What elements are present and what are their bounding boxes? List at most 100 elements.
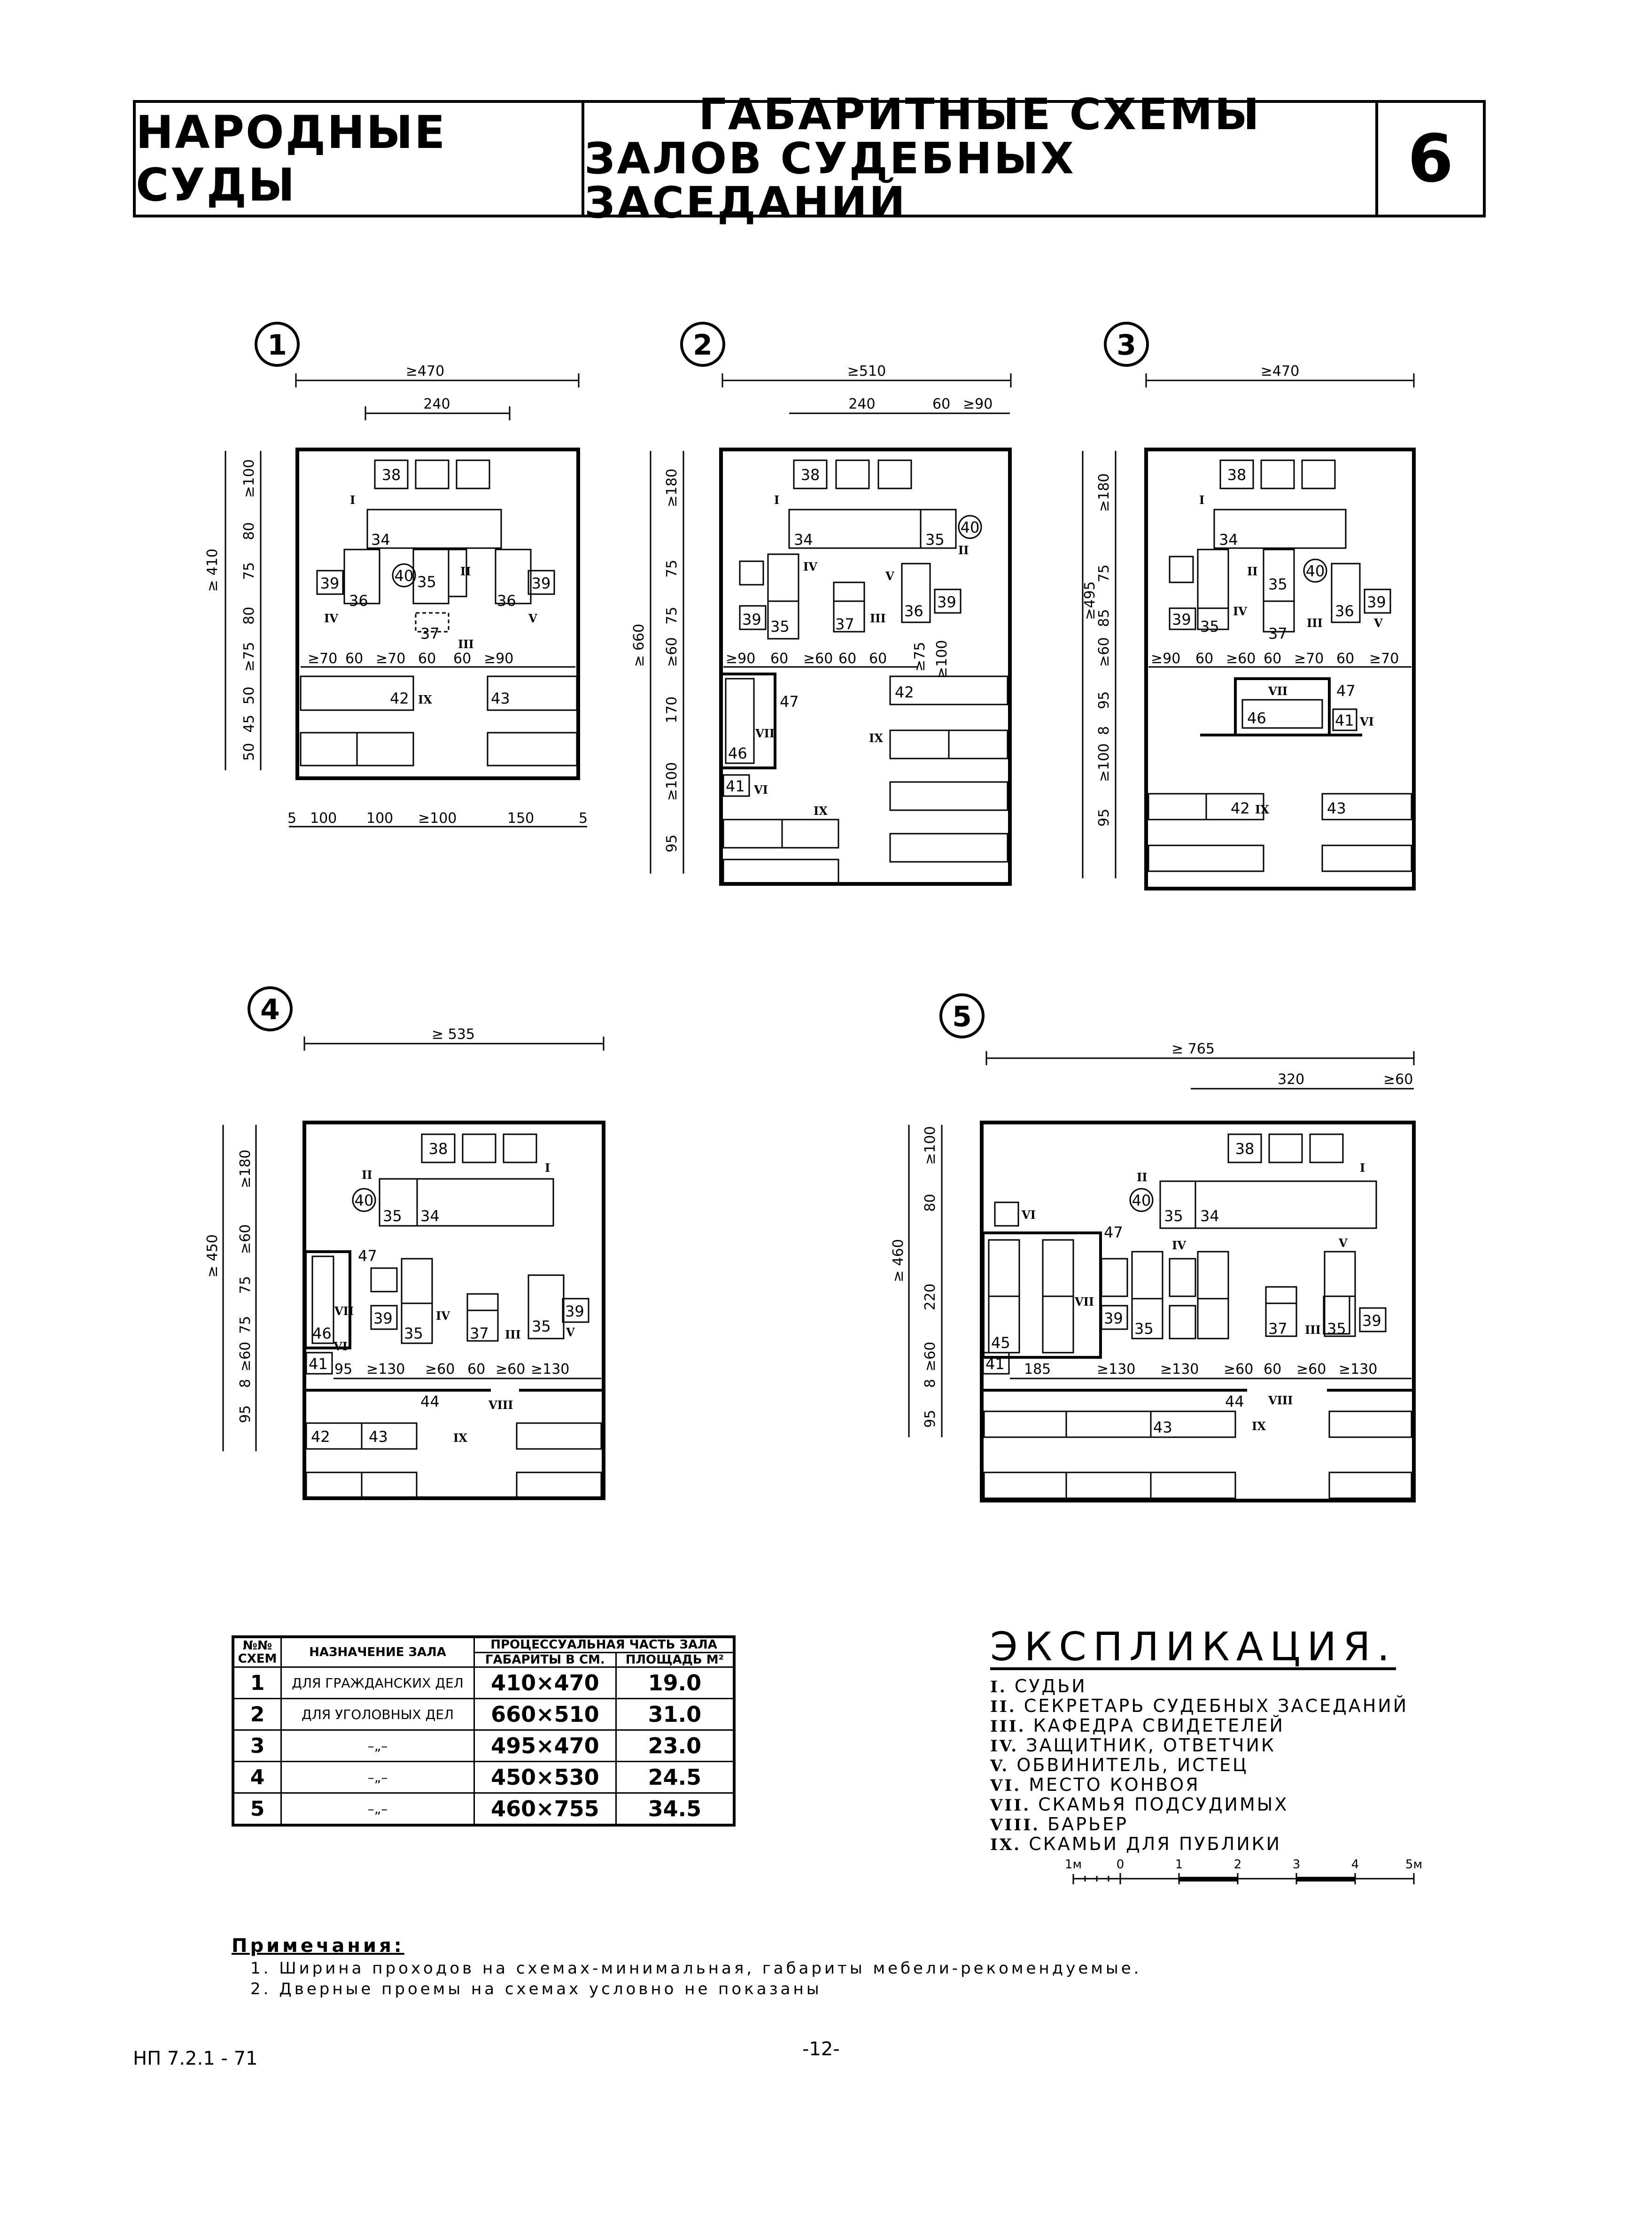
s2-label-37: 37 <box>835 615 854 633</box>
s5-label-41: 41 <box>985 1355 1005 1373</box>
header-scheme-no: №№ СХЕМ <box>232 1636 282 1668</box>
s2-left-dim-1: ≥180 <box>664 469 680 507</box>
s3-label-34: 34 <box>1219 531 1238 549</box>
s2-label-42: 42 <box>895 683 914 701</box>
s2-roman-III: III <box>870 612 886 625</box>
item-number: IX. <box>990 1835 1022 1854</box>
list-item: IV. ЗАЩИТНИК, ОТВЕТЧИК <box>990 1736 1460 1756</box>
s4-left-dim-7: 95 <box>237 1405 254 1423</box>
s4-label-40: 40 <box>355 1192 374 1209</box>
s3-roman-I: I <box>1199 493 1204 507</box>
scheme-2-width: ≥510 <box>847 363 886 379</box>
s4-label-39b: 39 <box>565 1302 584 1320</box>
item-text: КАФЕДРА СВИДЕТЕЛЕЙ <box>1033 1715 1285 1736</box>
sheet-number: 6 <box>1407 120 1454 197</box>
s4-row-dim-1: 95 <box>334 1361 352 1378</box>
cell-dims: 495×470 <box>473 1729 617 1763</box>
s3-left-dim-4: ≥60 <box>1096 637 1112 667</box>
notes: Примечания: 1. Ширина проходов на схемах… <box>232 1935 1500 1998</box>
s2-roman-V: V <box>885 569 894 583</box>
list-item: V. ОБВИНИТЕЛЬ, ИСТЕЦ <box>990 1756 1460 1775</box>
s1-row-dim-5: 60 <box>453 650 471 667</box>
s1-roman-I: I <box>350 493 355 507</box>
s5-left-total: ≥ 460 <box>890 1239 907 1282</box>
s1-roman-IX: IX <box>418 693 432 706</box>
list-item: VII. СКАМЬЯ ПОДСУДИМЫХ <box>990 1795 1460 1815</box>
header-area: ПЛОЩАДЬ М² <box>615 1651 735 1668</box>
scheme-2-number: 2 <box>693 329 713 362</box>
s5-row-dim-3: ≥130 <box>1160 1361 1199 1378</box>
s2-row-dim-1: ≥90 <box>726 650 755 667</box>
cell-area: 23.0 <box>615 1729 735 1763</box>
s5-left-dim-3: 220 <box>922 1284 938 1310</box>
s4-label-35b: 35 <box>404 1324 423 1342</box>
s3-label-43: 43 <box>1327 799 1346 817</box>
schemes-drawing: 1 ≥470 240 38 I 34 39 39 36 36 40 35 II … <box>204 322 1416 1502</box>
s4-left-total: ≥ 450 <box>204 1234 221 1277</box>
s5-roman-IV: IV <box>1172 1239 1186 1252</box>
s3-label-38: 38 <box>1227 466 1247 484</box>
s1-left-total: ≥ 410 <box>204 549 221 592</box>
item-number: II. <box>990 1697 1016 1716</box>
s2-label-40: 40 <box>961 519 980 536</box>
item-text: СКАМЬИ ДЛЯ ПУБЛИКИ <box>1029 1834 1282 1854</box>
s2-row-dim-5: 60 <box>869 650 887 667</box>
s2-row-dim-3: ≥60 <box>803 650 833 667</box>
item-text: БАРЬЕР <box>1047 1814 1129 1835</box>
scale-label-3: 2 <box>1234 1858 1242 1872</box>
s3-row-dim-5: ≥70 <box>1294 650 1324 667</box>
s5-label-35a: 35 <box>1164 1207 1183 1225</box>
s3-roman-V: V <box>1373 616 1383 630</box>
item-number: VII. <box>990 1796 1031 1815</box>
notes-title: Примечания: <box>232 1935 404 1957</box>
s1-label-39b: 39 <box>532 574 551 592</box>
s4-roman-VIII: VIII <box>488 1398 513 1412</box>
s4-roman-IX: IX <box>453 1431 467 1445</box>
s4-row-dim-2: ≥130 <box>366 1361 405 1378</box>
scheme-5-number: 5 <box>952 1000 972 1033</box>
s5-label-44: 44 <box>1225 1393 1244 1410</box>
scheme-1: 1 ≥470 240 38 I 34 39 39 36 36 40 35 II … <box>204 322 588 828</box>
cell-area: 31.0 <box>615 1698 735 1731</box>
scale-label-2: 1 <box>1175 1858 1183 1872</box>
table-header-row: №№ СХЕМ НАЗНАЧЕНИЕ ЗАЛА ПРОЦЕССУАЛЬНАЯ Ч… <box>232 1636 735 1668</box>
s3-left-dim-8: 95 <box>1096 809 1112 827</box>
s1-label-37: 37 <box>420 625 440 643</box>
s2-left-dim-7: 95 <box>664 835 680 852</box>
s5-roman-V: V <box>1338 1236 1348 1250</box>
s2-label-35b: 35 <box>770 618 790 635</box>
s3-label-41: 41 <box>1335 712 1354 729</box>
s1-label-34: 34 <box>371 531 390 549</box>
s4-label-46: 46 <box>312 1324 332 1342</box>
s5-roman-I: I <box>1360 1161 1365 1175</box>
s5-row-dim-6: ≥60 <box>1296 1361 1326 1378</box>
s4-label-41: 41 <box>309 1355 328 1373</box>
s1-label-35: 35 <box>417 573 436 591</box>
s5-roman-II: II <box>1137 1170 1147 1184</box>
s1-left-dim-5: ≥75 <box>241 642 257 672</box>
scale-label-0: 1м <box>1065 1858 1082 1872</box>
cell-no: 1 <box>232 1666 282 1700</box>
s4-roman-VII: VII <box>334 1304 354 1318</box>
s2-roman-IX-a: IX <box>869 731 883 745</box>
list-item: III. КАФЕДРА СВИДЕТЕЛЕЙ <box>990 1716 1460 1736</box>
s1-roman-IV: IV <box>324 612 338 625</box>
s3-label-47: 47 <box>1336 682 1356 700</box>
s4-roman-II: II <box>362 1168 372 1182</box>
s4-roman-VI: VI <box>333 1339 348 1353</box>
header-group: ПРОЦЕССУАЛЬНАЯ ЧАСТЬ ЗАЛА <box>473 1636 735 1653</box>
s3-label-35a: 35 <box>1200 618 1219 635</box>
s5-label-35c: 35 <box>1327 1320 1346 1338</box>
s1-left-dim-4: 80 <box>241 607 257 625</box>
list-item: IX. СКАМЬИ ДЛЯ ПУБЛИКИ <box>990 1835 1460 1854</box>
note-item-2: 2. Дверные проемы на схемах условно не п… <box>250 1980 822 1998</box>
s4-roman-III: III <box>505 1328 521 1341</box>
s1-label-43: 43 <box>491 689 510 707</box>
s3-label-42: 42 <box>1231 799 1250 817</box>
s4-left-dim-2: ≥60 <box>237 1224 254 1254</box>
s3-left-dim-2: 75 <box>1096 565 1112 582</box>
s3-left-dim-3: 85 <box>1096 609 1112 627</box>
s4-row-dim-5: ≥60 <box>496 1361 525 1378</box>
scale-label-6: 5м <box>1405 1858 1422 1872</box>
list-item: II. СЕКРЕТАРЬ СУДЕБНЫХ ЗАСЕДАНИЙ <box>990 1696 1460 1716</box>
